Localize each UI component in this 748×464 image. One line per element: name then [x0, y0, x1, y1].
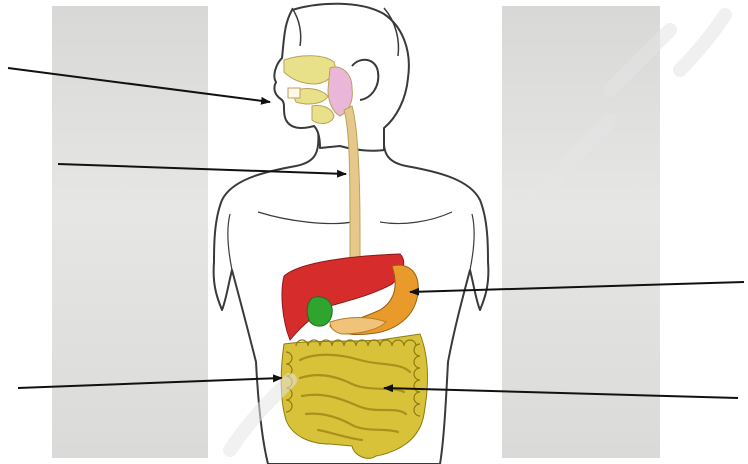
teeth: [288, 88, 300, 98]
arrow-mouth: [8, 68, 270, 102]
gallbladder: [307, 297, 332, 326]
arrow-large-intestine: [18, 378, 282, 388]
